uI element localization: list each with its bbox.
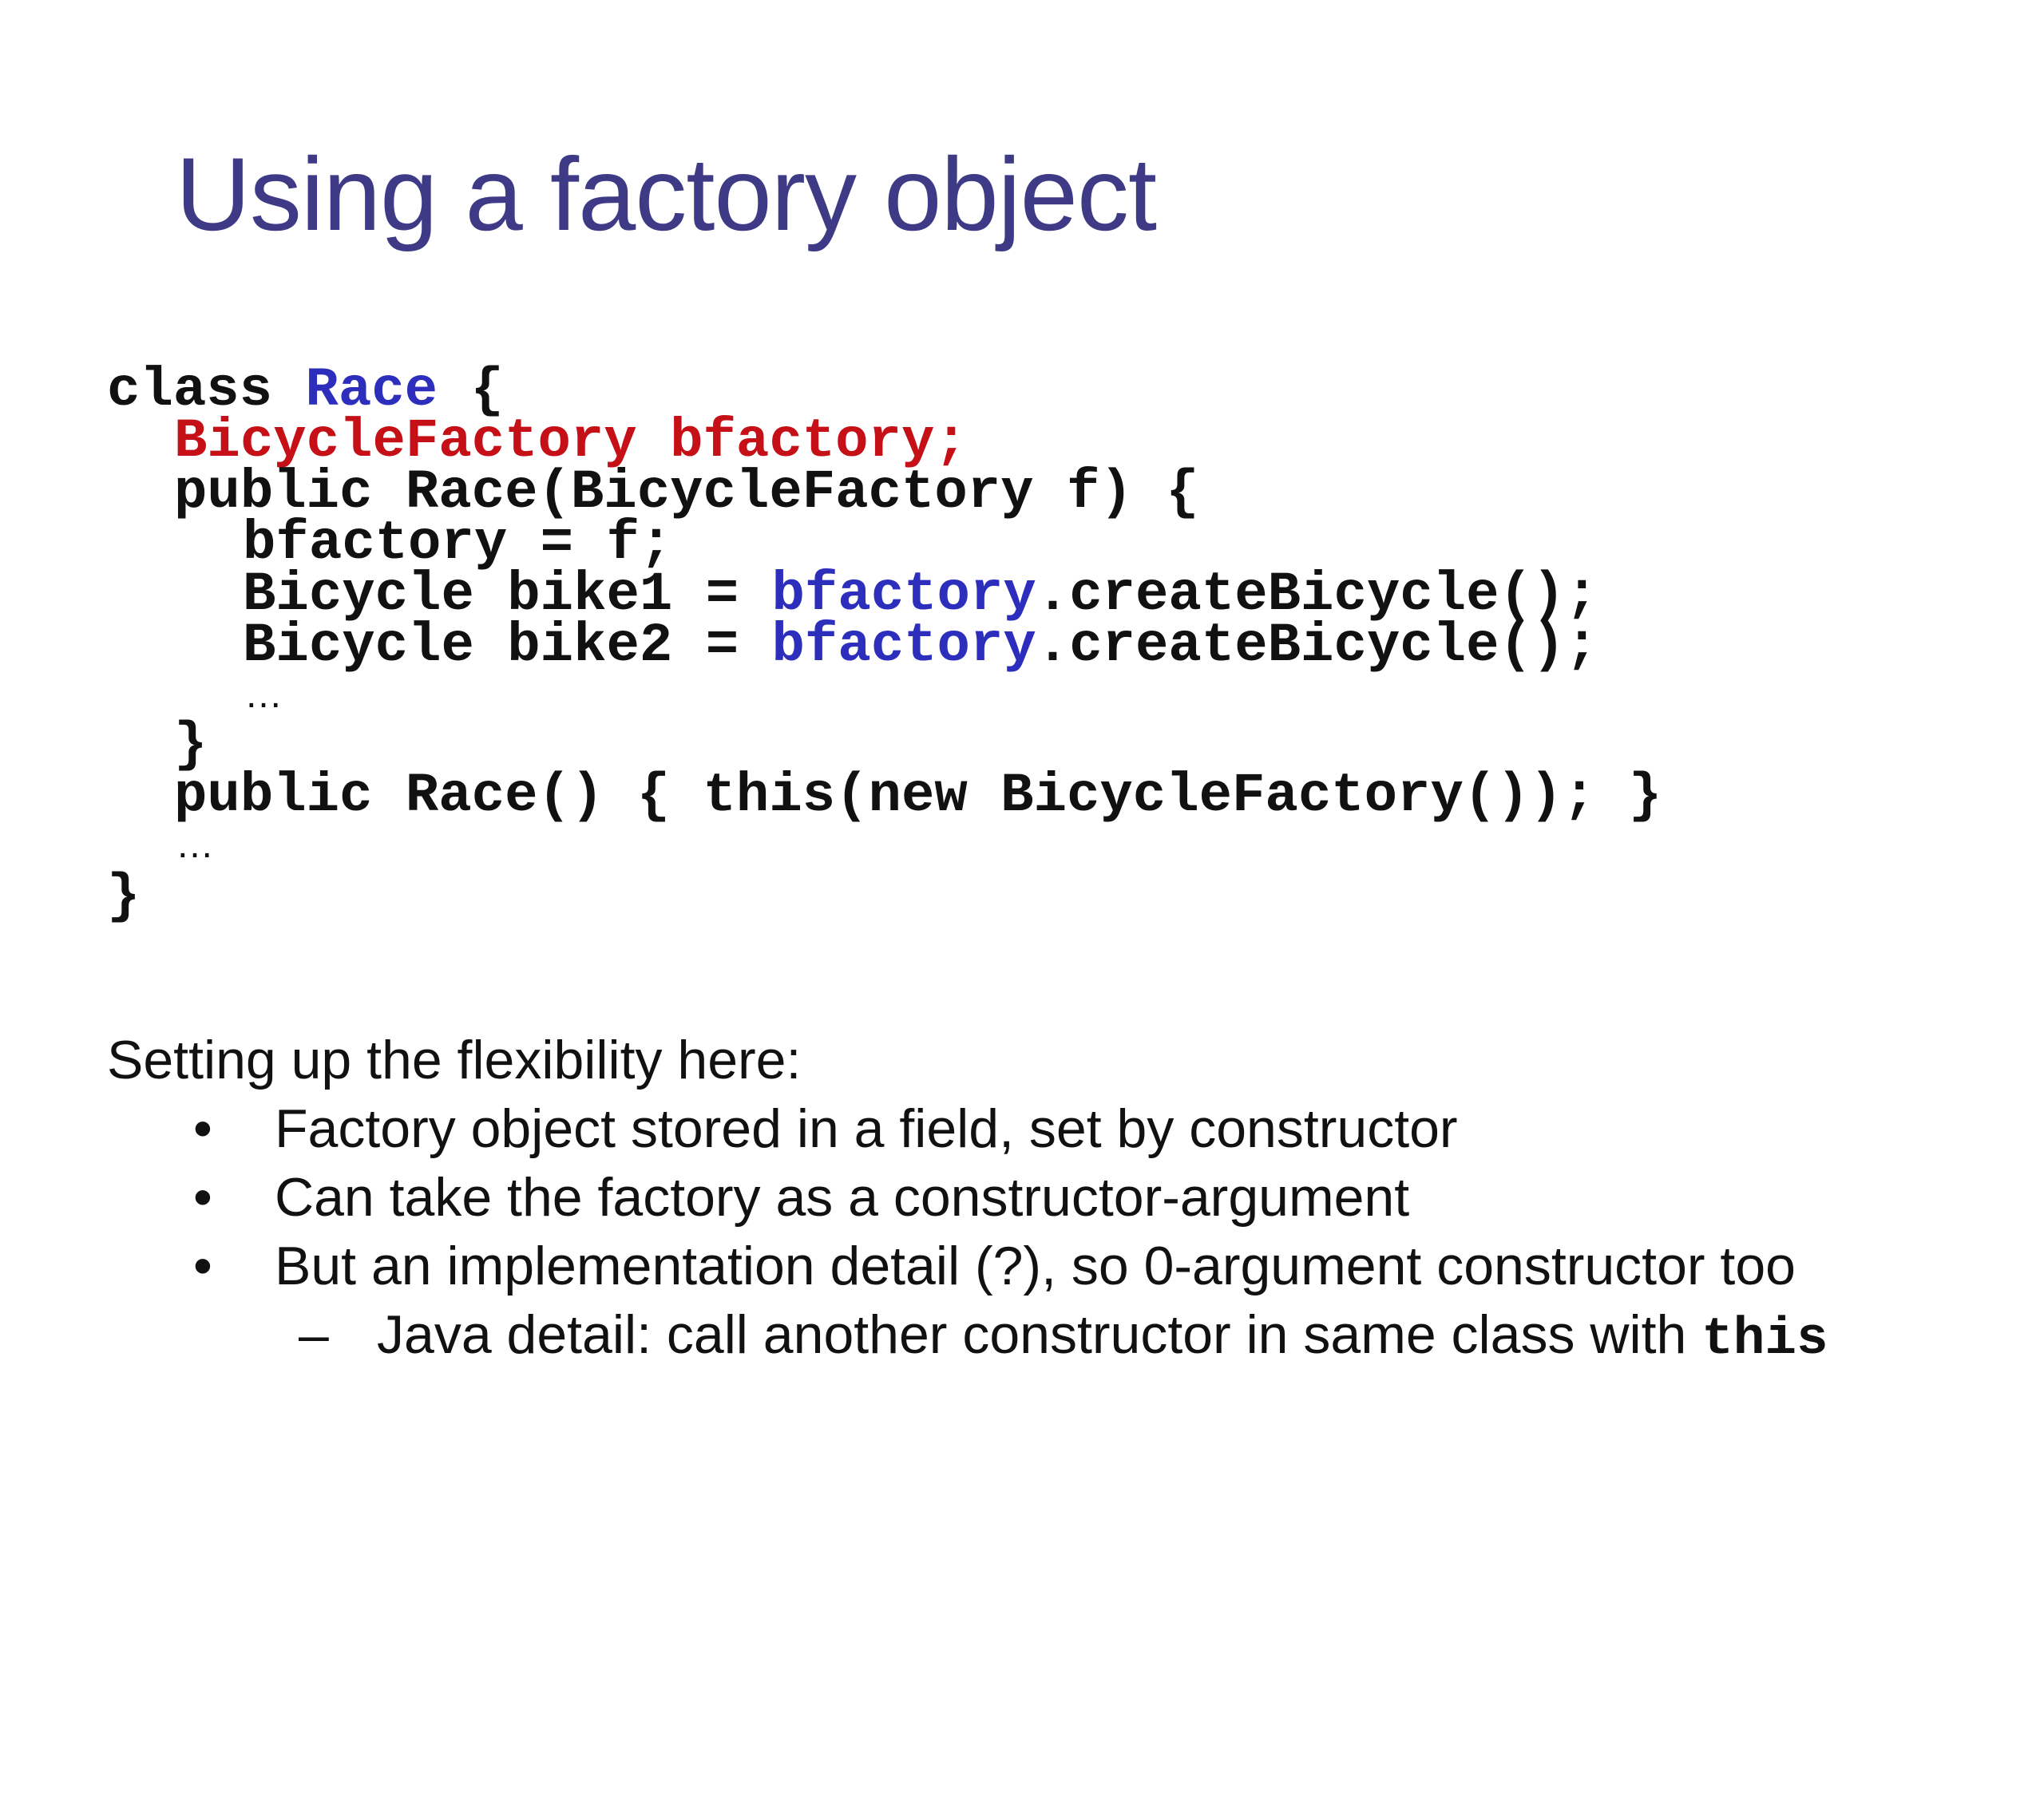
code-line-1: class Race { [107,363,504,418]
inline-code-this: this [1701,1309,1828,1369]
code-line-11: } [107,865,141,928]
explanation-intro: Setting up the flexibility here: [107,1030,802,1090]
code-line-8: } [174,714,208,776]
code-line-9: public Race() { this(new BicycleFactory(… [174,765,1662,827]
code-line-2: BicycleFactory bfactory; [174,410,968,473]
bullet-icon: • [193,1236,212,1296]
sub-bullet-label: Java detail: call another constructor in… [377,1304,1702,1365]
bullet-text: But an implementation detail (?), so 0-a… [275,1236,1796,1296]
code-brace-open: { [438,359,504,421]
code-block: class Race { BicycleFactory bfactory; pu… [107,363,1662,1796]
slide: Using a factory object class Race { Bicy… [107,136,1828,1371]
slide-title: Using a factory object [176,136,1157,252]
code-class-name: Race [305,359,438,421]
code-ellipsis-outer: … [176,824,214,866]
sub-bullet-text: Java detail: call another constructor in… [377,1303,1828,1371]
code-line-5: Bicycle bike1 = bfactory.createBicycle()… [243,568,1598,623]
bullet-text: Factory object stored in a field, set by… [275,1098,1458,1159]
code-text: .createBicycle(); [1036,615,1598,677]
bullet-icon: • [193,1167,212,1228]
code-ellipsis-inner: … [244,674,283,716]
code-text: Bicycle bike1 = [243,564,772,626]
dash-icon: – [299,1304,329,1365]
code-text: .createBicycle(); [1036,564,1598,626]
code-keyword-class: class [107,359,306,421]
code-line-3: public Race(BicycleFactory f) { [174,461,1199,524]
code-field-ref: bfactory [771,564,1036,626]
bullet-text: Can take the factory as a constructor-ar… [275,1167,1410,1228]
code-line-6: Bicycle bike2 = bfactory.createBicycle()… [243,619,1598,674]
bullet-icon: • [193,1098,212,1159]
code-line-4: bfactory = f; [243,512,673,575]
code-text: Bicycle bike2 = [243,615,772,677]
code-field-ref: bfactory [771,615,1036,677]
